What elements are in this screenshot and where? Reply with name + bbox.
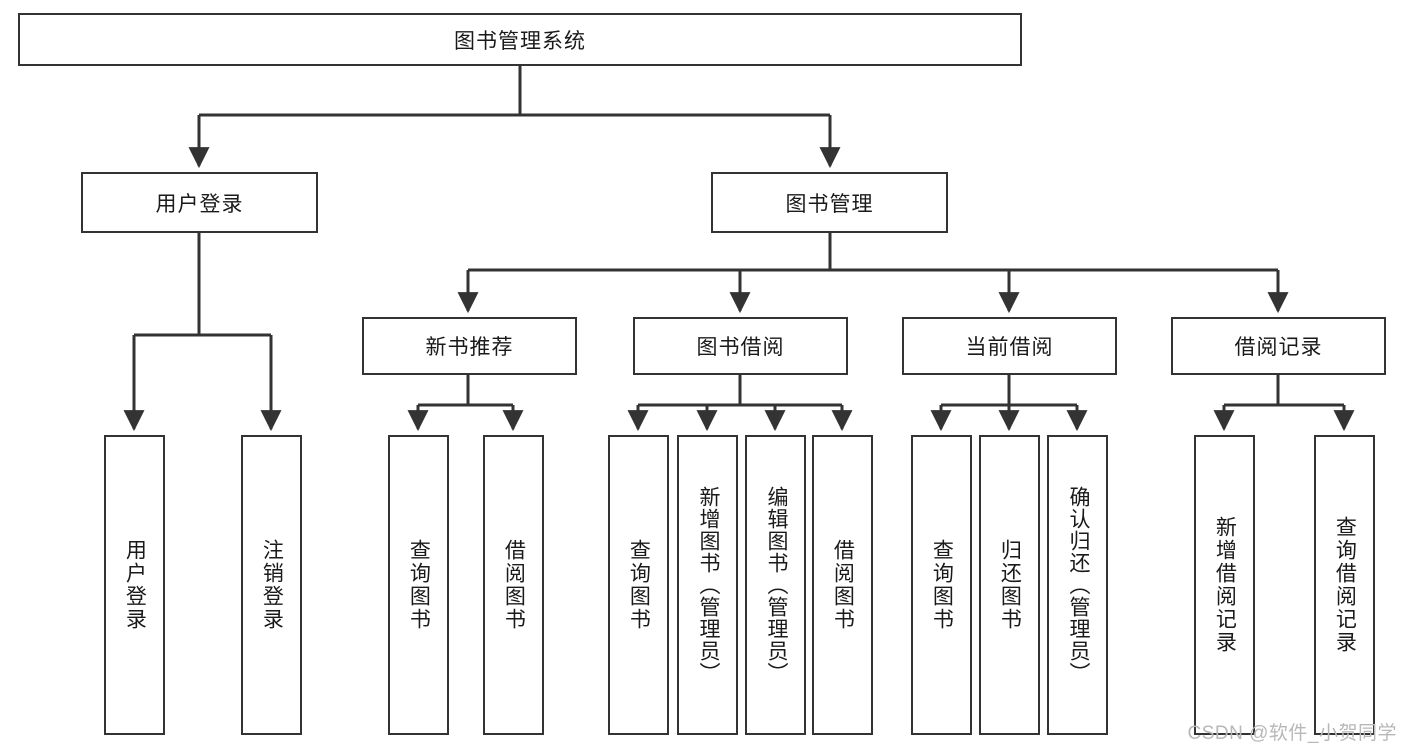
- node-borrow-record[interactable]: 借阅记录: [1171, 317, 1386, 375]
- leaf-book-borrow-2-label: 新增图书（管理员）: [696, 486, 720, 684]
- leaf-new-book-1[interactable]: 查询图书: [388, 435, 449, 735]
- node-root-label: 图书管理系统: [454, 29, 586, 53]
- leaf-new-book-2[interactable]: 借阅图书: [483, 435, 544, 735]
- node-user-login[interactable]: 用户登录: [81, 172, 318, 233]
- leaf-user-login-1-label: 用户登录: [123, 539, 147, 631]
- leaf-borrow-record-2-label: 查询借阅记录: [1333, 516, 1357, 654]
- node-borrow-record-label: 借阅记录: [1234, 336, 1323, 359]
- leaf-borrow-record-1-label: 新增借阅记录: [1213, 516, 1237, 654]
- leaf-book-borrow-3-label: 编辑图书（管理员）: [764, 486, 788, 684]
- leaf-borrow-record-1[interactable]: 新增借阅记录: [1194, 435, 1255, 735]
- leaf-user-login-2[interactable]: 注销登录: [241, 435, 302, 735]
- leaf-book-borrow-1[interactable]: 查询图书: [608, 435, 669, 735]
- node-user-login-label: 用户登录: [155, 192, 244, 216]
- node-book-manage-label: 图书管理: [785, 192, 874, 216]
- node-current-borrow[interactable]: 当前借阅: [902, 317, 1117, 375]
- leaf-user-login-2-label: 注销登录: [260, 539, 284, 631]
- node-book-manage[interactable]: 图书管理: [711, 172, 948, 233]
- leaf-new-book-1-label: 查询图书: [407, 539, 431, 631]
- leaf-user-login-1[interactable]: 用户登录: [104, 435, 165, 735]
- leaf-current-borrow-2[interactable]: 归还图书: [979, 435, 1040, 735]
- leaf-new-book-2-label: 借阅图书: [502, 539, 526, 631]
- watermark: CSDN @软件_小贺同学: [1187, 723, 1397, 744]
- node-new-book-recommend-label: 新书推荐: [425, 336, 514, 359]
- leaf-book-borrow-4[interactable]: 借阅图书: [812, 435, 873, 735]
- leaf-current-borrow-1-label: 查询图书: [930, 539, 954, 631]
- node-root[interactable]: 图书管理系统: [18, 13, 1022, 66]
- leaf-current-borrow-1[interactable]: 查询图书: [911, 435, 972, 735]
- node-current-borrow-label: 当前借阅: [965, 336, 1054, 359]
- node-book-borrow-label: 图书借阅: [696, 336, 785, 359]
- node-book-borrow[interactable]: 图书借阅: [633, 317, 848, 375]
- leaf-current-borrow-3[interactable]: 确认归还（管理员）: [1047, 435, 1108, 735]
- leaf-book-borrow-2[interactable]: 新增图书（管理员）: [677, 435, 738, 735]
- leaf-book-borrow-4-label: 借阅图书: [831, 539, 855, 631]
- leaf-book-borrow-3[interactable]: 编辑图书（管理员）: [745, 435, 806, 735]
- leaf-book-borrow-1-label: 查询图书: [627, 539, 651, 631]
- leaf-borrow-record-2[interactable]: 查询借阅记录: [1314, 435, 1375, 735]
- leaf-current-borrow-2-label: 归还图书: [998, 539, 1022, 631]
- node-new-book-recommend[interactable]: 新书推荐: [362, 317, 577, 375]
- leaf-current-borrow-3-label: 确认归还（管理员）: [1066, 486, 1090, 684]
